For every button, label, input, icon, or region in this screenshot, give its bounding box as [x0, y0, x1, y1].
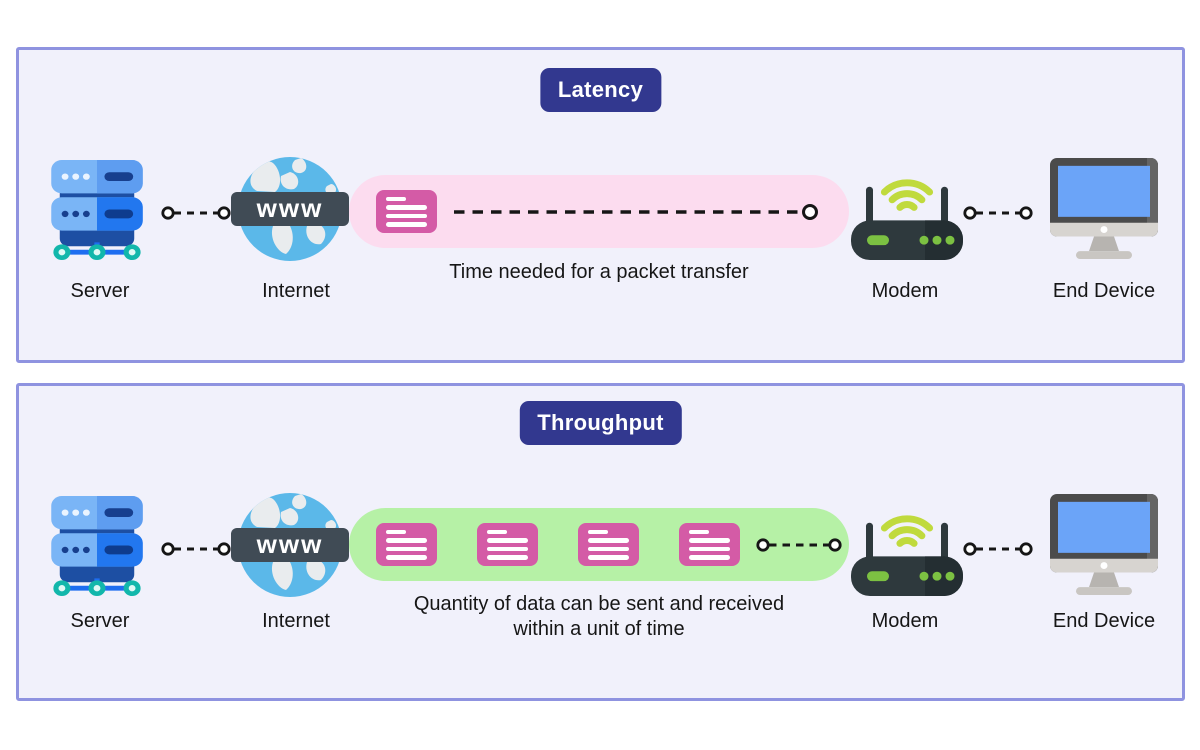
packet-icon: [376, 190, 437, 233]
latency-dashed-line-icon: [454, 203, 818, 220]
dashed-link-icon: [963, 205, 1033, 221]
internet-label: Internet: [262, 280, 330, 302]
modem-label: Modem: [871, 610, 939, 632]
internet-label: Internet: [262, 610, 330, 632]
dashed-link-icon: [756, 537, 842, 552]
throughput-title-badge: Throughput: [519, 401, 682, 445]
end-device-icon: [1050, 494, 1158, 596]
packet-icon-row: [376, 523, 740, 566]
latency-panel: Latency: [16, 47, 1185, 363]
packet-icon: [578, 523, 639, 566]
description-line: Quantity of data can be sent and receive…: [413, 593, 785, 615]
dashed-link-icon: [963, 541, 1033, 557]
throughput-description: Quantity of data can be sent and receive…: [349, 592, 849, 642]
packet-icon: [376, 523, 437, 566]
svg-text:www: www: [256, 529, 324, 559]
internet-globe-icon: www: [231, 156, 349, 262]
dashed-link-icon: [161, 541, 231, 557]
internet-globe-icon: www: [231, 492, 349, 598]
description-line: Time needed for a packet transfer: [449, 261, 749, 283]
svg-text:www: www: [256, 193, 324, 223]
server-label: Server: [70, 610, 130, 632]
server-label: Server: [70, 280, 130, 302]
packet-icon: [477, 523, 538, 566]
end-device-label: End Device: [1052, 610, 1156, 632]
throughput-panel: Throughput: [16, 383, 1185, 701]
latency-description: Time needed for a packet transfer: [349, 260, 849, 285]
server-icon: [47, 158, 147, 262]
end-device-label: End Device: [1052, 280, 1156, 302]
packet-icon-row: [376, 190, 437, 233]
throughput-highlight-pill: [349, 508, 849, 581]
latency-title-badge: Latency: [539, 68, 662, 112]
modem-label: Modem: [871, 280, 939, 302]
modem-icon: [851, 157, 963, 260]
end-device-icon: [1050, 158, 1158, 260]
packet-icon: [679, 523, 740, 566]
server-icon: [47, 494, 147, 598]
description-line: within a unit of time: [513, 618, 685, 640]
latency-highlight-pill: [349, 175, 849, 248]
dashed-link-icon: [161, 205, 231, 221]
modem-icon: [851, 493, 963, 596]
